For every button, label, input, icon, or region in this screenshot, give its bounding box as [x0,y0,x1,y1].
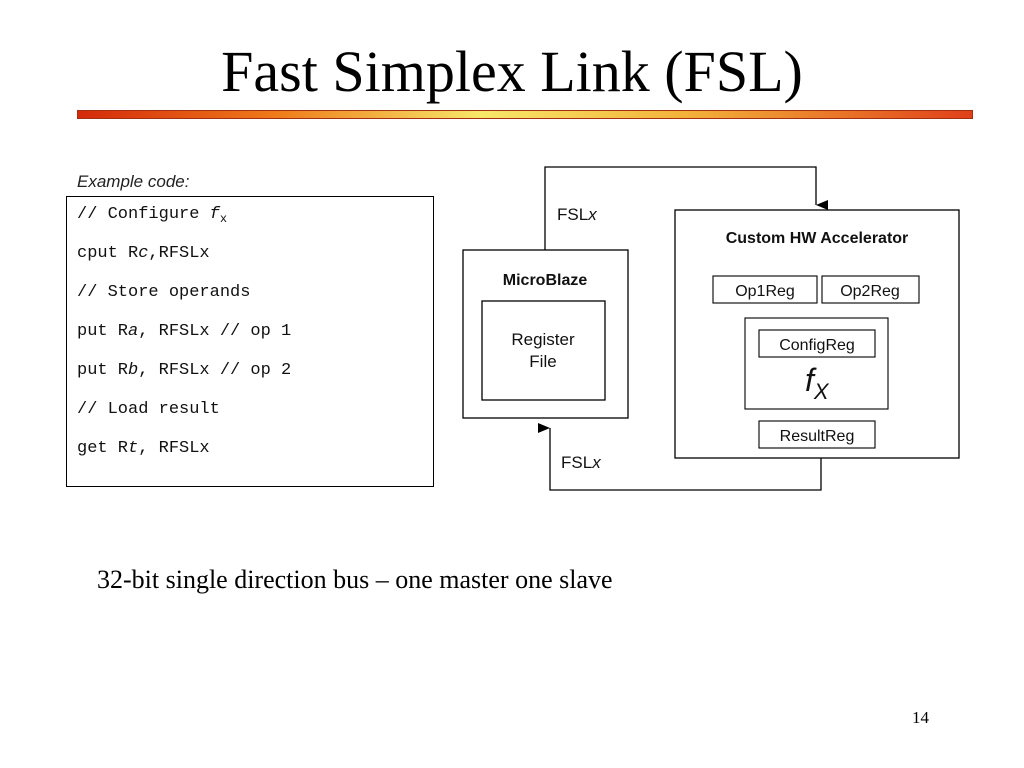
register-file-block [481,300,606,401]
fsl-top-connector [544,166,828,250]
code-box: // Configure fx cput Rc,RFSLx // Store o… [66,196,434,487]
op1reg-block [712,275,818,304]
code-line: // Store operands [77,283,251,302]
page-number: 14 [912,708,929,727]
code-caption: Example code: [77,172,190,191]
slide-title: Fast Simplex Link (FSL) [221,39,803,104]
bus-description: 32-bit single direction bus – one master… [97,565,613,594]
code-line: put Ra, RFSLx // op 1 [77,322,292,341]
microblaze-title: MicroBlaze [503,272,588,289]
configreg-label: ConfigReg [779,337,855,354]
code-line: // Configure fx [77,205,228,226]
code-line: get Rt, RFSLx [77,439,210,458]
op1reg-label: Op1Reg [735,283,795,300]
configreg-block [758,329,876,358]
register-file-label-line2: File [529,352,556,371]
register-file-label-line1: Register [511,330,575,349]
hw-accelerator-title: Custom HW Accelerator [726,230,909,247]
fsl-top-label: FSLx [557,205,597,224]
fsl-block-diagram: FSLx FSLx MicroBlaze Register File Custo… [462,166,960,491]
fsl-bottom-connector [538,423,822,491]
code-line: cput Rc,RFSLx [77,244,210,263]
resultreg-block [758,420,876,449]
op2reg-label: Op2Reg [840,283,900,300]
op2reg-block [821,275,920,304]
fsl-bottom-label: FSLx [561,453,601,472]
code-line: put Rb, RFSLx // op 2 [77,361,292,380]
code-line: // Load result [77,400,220,419]
title-gradient-rule [77,110,973,119]
resultreg-label: ResultReg [780,428,855,445]
